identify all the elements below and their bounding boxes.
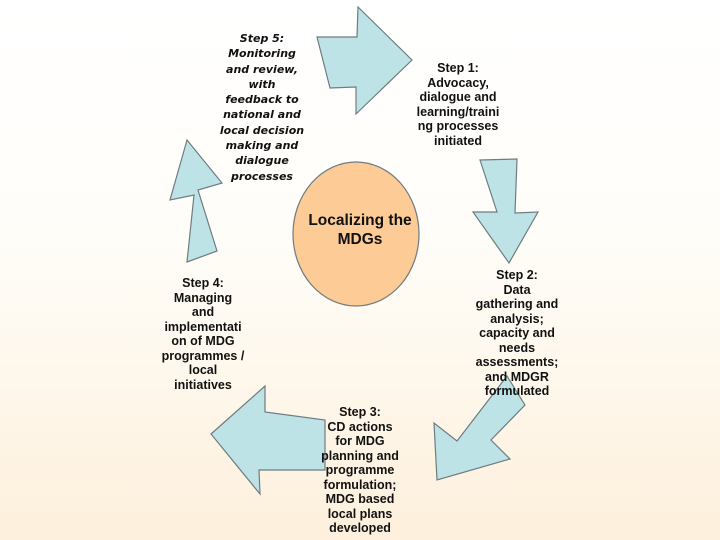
step-2-line: Step 2: xyxy=(496,268,538,282)
center-label-line: MDGs xyxy=(337,231,383,248)
step-3-line: formulation; xyxy=(323,477,397,492)
cycle-arrow-top xyxy=(316,5,413,116)
step-5-line: dialogue xyxy=(235,154,289,168)
step-3-line: Step 3: xyxy=(339,405,381,419)
step-5-line: processes xyxy=(231,169,293,183)
step-3-line: planning and xyxy=(321,448,399,463)
cycle-arrow-upper-left xyxy=(169,138,224,263)
step-5-line: local decision xyxy=(219,123,305,137)
center-label: Localizing the MDGs xyxy=(292,211,428,249)
step-1-line: Advocacy, xyxy=(427,75,489,90)
step-3-label: Step 3: CD actions for MDG planning and … xyxy=(310,405,410,536)
cycle-arrow-bottom-right xyxy=(433,374,526,481)
step-2-line: Data xyxy=(503,282,531,297)
step-3-line: programme xyxy=(325,463,395,477)
step-2-line: capacity and xyxy=(479,326,555,340)
step-2-line: formulated xyxy=(484,384,550,398)
step-5-label: Step 5: Monitoring and review, with feed… xyxy=(205,31,319,184)
step-2-line: assessments; xyxy=(475,355,559,369)
step-4-label: Step 4: Managing and implementati on of … xyxy=(153,276,253,392)
step-4-line: local xyxy=(188,363,218,377)
step-5-line: making and xyxy=(225,139,299,153)
step-3-line: MDG based xyxy=(325,492,395,506)
step-5-line: national and xyxy=(223,108,301,122)
step-4-line: initiatives xyxy=(174,377,232,392)
step-3-line: local plans xyxy=(327,506,393,521)
step-1-line: ng processes xyxy=(417,119,499,133)
step-5-line: with xyxy=(248,77,276,91)
center-ellipse xyxy=(292,161,420,307)
step-1-line: dialogue and xyxy=(419,90,497,104)
step-2-line: gathering and xyxy=(475,297,559,311)
step-5-line: Step 5: xyxy=(239,32,285,45)
step-1-line: Step 1: xyxy=(437,61,479,75)
step-2-line: needs xyxy=(498,340,536,355)
step-1-line: initiated xyxy=(434,133,482,148)
step-2-line: and MDGR xyxy=(485,369,549,384)
step-4-line: on of MDG xyxy=(171,334,235,348)
step-4-line: programmes / xyxy=(161,348,245,363)
step-5-line: feedback to xyxy=(225,93,299,107)
step-4-line: Managing xyxy=(173,290,233,305)
step-4-line: Step 4: xyxy=(182,276,224,290)
step-3-line: CD actions xyxy=(327,419,393,434)
step-4-line: and xyxy=(191,305,215,319)
cycle-arrow-right xyxy=(471,158,540,265)
step-1-line: learning/traini xyxy=(416,104,500,119)
step-2-label: Step 2: Data gathering and analysis; cap… xyxy=(467,268,567,399)
step-1-label: Step 1: Advocacy, dialogue and learning/… xyxy=(408,61,508,148)
step-5-line: and review, xyxy=(226,62,298,76)
step-2-line: analysis; xyxy=(490,311,544,326)
cycle-arrow-left xyxy=(210,384,326,496)
step-3-line: developed xyxy=(329,521,391,535)
step-5-line: Monitoring xyxy=(228,47,296,61)
step-3-line: for MDG xyxy=(335,434,385,448)
step-4-line: implementati xyxy=(164,319,242,334)
center-label-line: Localizing the xyxy=(308,212,412,229)
